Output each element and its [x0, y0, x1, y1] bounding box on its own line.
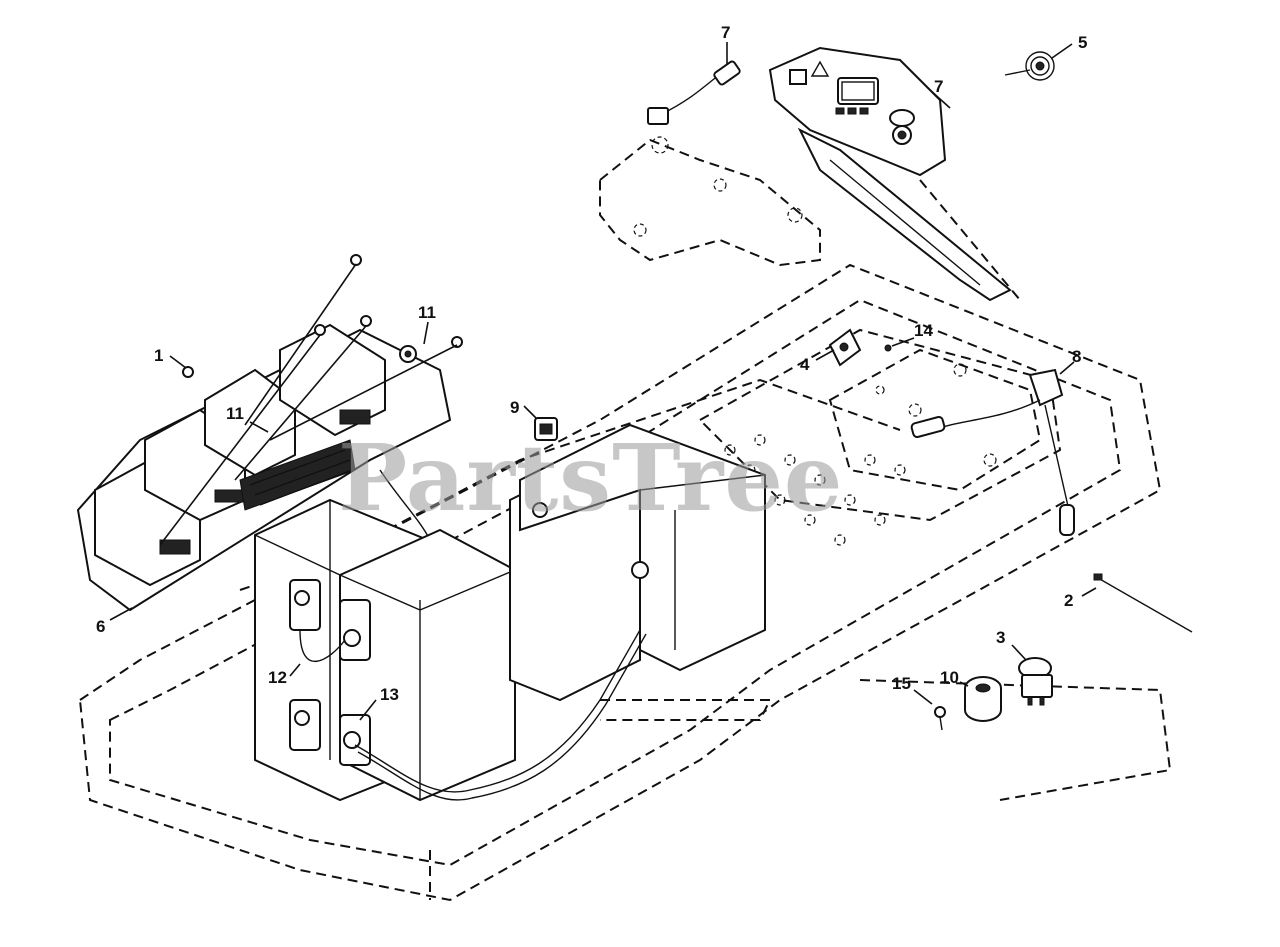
floor-plate — [698, 328, 1062, 546]
callout-labels: 1 2 3 4 5 6 7 7 8 9 10 11 11 12 13 14 15 — [96, 23, 1087, 704]
part-2-tie — [1093, 573, 1193, 633]
seat-switch-part-8 — [910, 368, 1075, 536]
watermark-text: PartsTree — [338, 424, 843, 532]
part-14-screw — [884, 344, 892, 352]
part-10-knob — [964, 676, 1002, 722]
part-5-coil — [1004, 51, 1055, 81]
callout-15: 15 — [892, 674, 911, 693]
callout-3: 3 — [996, 628, 1005, 647]
callout-14: 14 — [914, 321, 933, 340]
callout-13: 13 — [380, 685, 399, 704]
loose-nuts — [182, 254, 463, 378]
leader-lines — [109, 42, 1097, 721]
callout-9: 9 — [510, 398, 519, 417]
harness-part-7-top — [647, 60, 741, 125]
callout-11-top: 11 — [418, 303, 436, 322]
callout-7-console: 7 — [934, 77, 943, 96]
upper-bracket — [599, 136, 821, 267]
part-15-key — [934, 706, 946, 731]
callout-5: 5 — [1078, 33, 1087, 52]
callout-4: 4 — [800, 355, 810, 374]
callout-10: 10 — [940, 668, 959, 687]
callout-8: 8 — [1072, 347, 1081, 366]
part-4-bracket — [828, 328, 862, 367]
dashboard-console — [768, 46, 1021, 302]
wiring-harness — [239, 439, 431, 541]
callout-11-left: 11 — [226, 404, 244, 423]
part-3-switch — [1018, 657, 1053, 706]
callout-7-top: 7 — [721, 23, 730, 42]
callout-2: 2 — [1064, 591, 1073, 610]
battery-rear — [509, 423, 766, 702]
controller-module-assembly — [76, 323, 452, 612]
chassis-frame — [78, 263, 1172, 902]
battery-front-right — [339, 528, 516, 802]
callout-1: 1 — [154, 346, 163, 365]
part-9-switch — [534, 417, 558, 441]
callout-12: 12 — [268, 668, 287, 687]
callout-6: 6 — [96, 617, 105, 636]
battery-cables — [299, 629, 647, 801]
